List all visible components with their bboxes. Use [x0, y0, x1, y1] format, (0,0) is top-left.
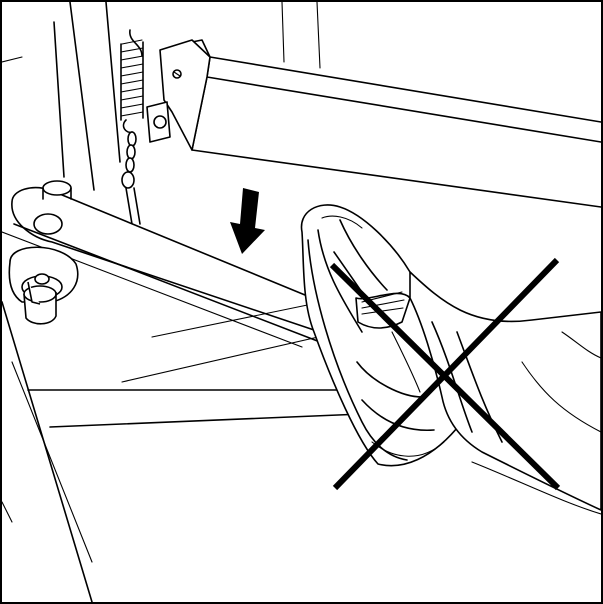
- lower-mechanism: [2, 302, 362, 602]
- machine-frame: [2, 2, 120, 190]
- table-underside: [192, 2, 601, 207]
- down-arrow: [230, 188, 265, 254]
- chain: [122, 132, 140, 224]
- spring-bracket: [147, 40, 210, 150]
- pivot-bolt: [9, 247, 77, 324]
- tension-spring: [121, 30, 143, 132]
